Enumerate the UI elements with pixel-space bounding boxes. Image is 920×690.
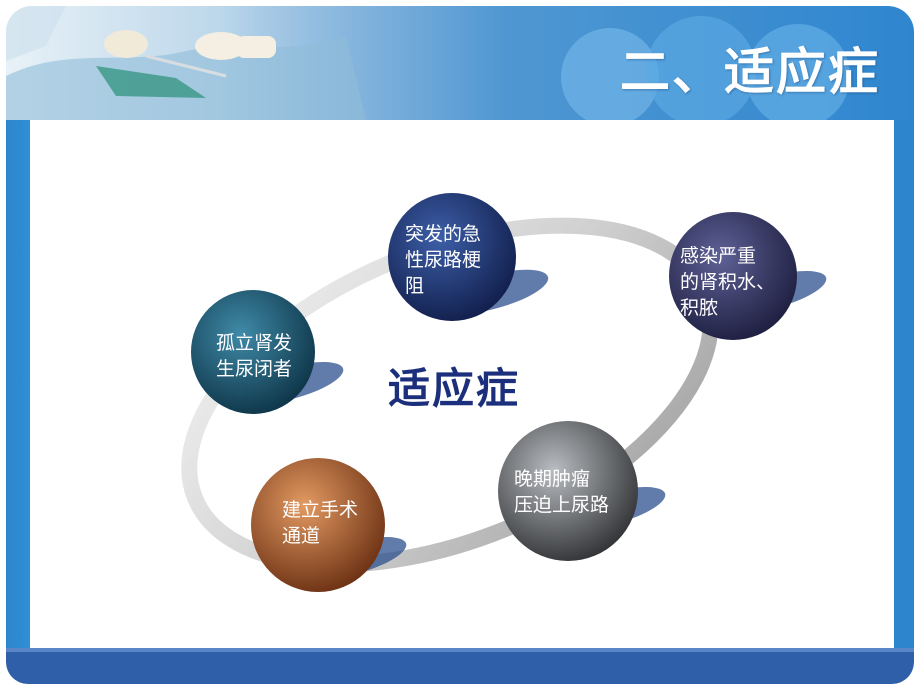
- node-circle-bottom-left: [251, 458, 385, 592]
- node-top-line3: 阻: [405, 275, 425, 297]
- header-banner: 二、适应症: [6, 6, 914, 120]
- node-bottom-right-line2: 压迫上尿路: [514, 494, 610, 516]
- node-top-line2: 性尿路梗: [405, 249, 482, 271]
- node-left-line1: 孤立肾发: [216, 332, 293, 354]
- decor-circle: [746, 24, 850, 120]
- node-bottom-right-text: 晚期肿瘤 压迫上尿路: [514, 466, 609, 518]
- decor-circle: [561, 28, 659, 120]
- node-top-right-line1: 感染严重: [680, 245, 757, 267]
- node-bottom-left-text: 建立手术 通道: [282, 497, 358, 549]
- node-left-text: 孤立肾发 生尿闭者: [216, 330, 292, 382]
- footer-accent: [6, 648, 914, 652]
- node-top-line1: 突发的急: [405, 223, 482, 245]
- left-rail: [6, 120, 30, 654]
- node-circle-left: [191, 290, 315, 414]
- node-bottom-right-line1: 晚期肿瘤: [514, 468, 591, 490]
- node-circle-top: [388, 193, 516, 321]
- footer-band: [6, 648, 914, 684]
- node-circle-top-right: [669, 212, 797, 340]
- node-bottom-left-line1: 建立手术: [282, 499, 359, 521]
- node-top-right-line3: 积脓: [680, 297, 719, 319]
- node-left-line2: 生尿闭者: [216, 358, 293, 380]
- node-top-right-text: 感染严重 的肾积水、 积脓: [680, 243, 775, 321]
- surgery-photo: [6, 6, 366, 120]
- right-rail: [894, 120, 914, 654]
- decor-circle: [646, 16, 756, 120]
- node-top-right-line2: 的肾积水、: [680, 271, 776, 293]
- node-top-text: 突发的急 性尿路梗 阻: [405, 221, 481, 299]
- node-circle-bottom-right: [498, 421, 638, 561]
- node-bottom-left-line2: 通道: [282, 525, 321, 547]
- slide-title: 二、适应症: [620, 43, 880, 101]
- center-label: 适应症: [388, 364, 521, 413]
